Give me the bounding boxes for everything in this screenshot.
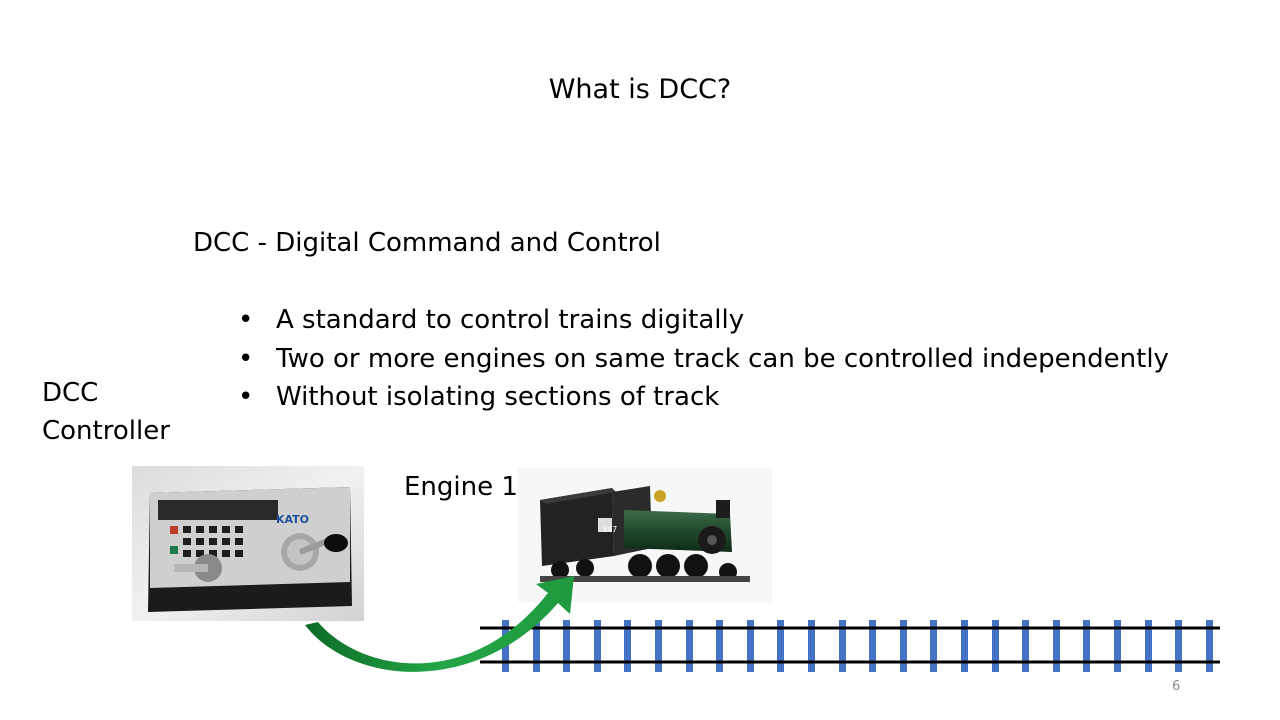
bullet-glyph: • <box>238 382 254 412</box>
bullet-item: • A standard to control trains digitally <box>238 301 1169 340</box>
track <box>480 620 1220 672</box>
controller-label-line1: DCC <box>42 378 99 408</box>
engine-label: Engine 1 <box>404 472 518 502</box>
track-tie <box>1083 620 1090 672</box>
bullet-text: Without isolating sections of track <box>276 382 720 412</box>
track-tie <box>1206 620 1213 672</box>
dcc-controller-image: KATO <box>132 466 364 621</box>
track-tie <box>563 620 570 672</box>
track-tie <box>930 620 937 672</box>
controller-label: DCC Controller <box>42 374 170 450</box>
bullet-list: •A standard to control trains digitally … <box>238 301 1169 417</box>
bullet-text: Two or more engines on same track can be… <box>276 343 1169 374</box>
bullet-item: • Without isolating sections of track <box>238 378 1169 417</box>
track-tie <box>655 620 662 672</box>
track-tie <box>1145 620 1152 672</box>
track-tie <box>1114 620 1121 672</box>
track-tie <box>1022 620 1029 672</box>
bullet-glyph: • <box>238 305 254 335</box>
bullet-item: • Two or more engines on same track can b… <box>238 340 1169 379</box>
track-tie <box>992 620 999 672</box>
track-tie <box>1175 620 1182 672</box>
track-tie <box>533 620 540 672</box>
track-tie <box>624 620 631 672</box>
track-tie <box>961 620 968 672</box>
bullet-glyph: • <box>238 343 254 374</box>
bullet-text: A standard to control trains digitally <box>276 305 745 335</box>
slide-subtitle: DCC - Digital Command and Control <box>193 228 661 258</box>
controller-label-line2: Controller <box>42 416 170 446</box>
page-number: 6 <box>1172 679 1181 694</box>
track-tie <box>808 620 815 672</box>
track-tie <box>839 620 846 672</box>
track-tie <box>747 620 754 672</box>
track-tie <box>777 620 784 672</box>
track-tie <box>594 620 601 672</box>
controller-brand-text: KATO <box>276 513 309 526</box>
track-tie <box>1053 620 1060 672</box>
signal-arrow <box>305 576 574 672</box>
track-tie <box>716 620 723 672</box>
engine-number-text: 347 <box>602 525 617 534</box>
track-tie <box>869 620 876 672</box>
track-tie <box>686 620 693 672</box>
slide-title: What is DCC? <box>548 74 732 105</box>
track-tie <box>900 620 907 672</box>
